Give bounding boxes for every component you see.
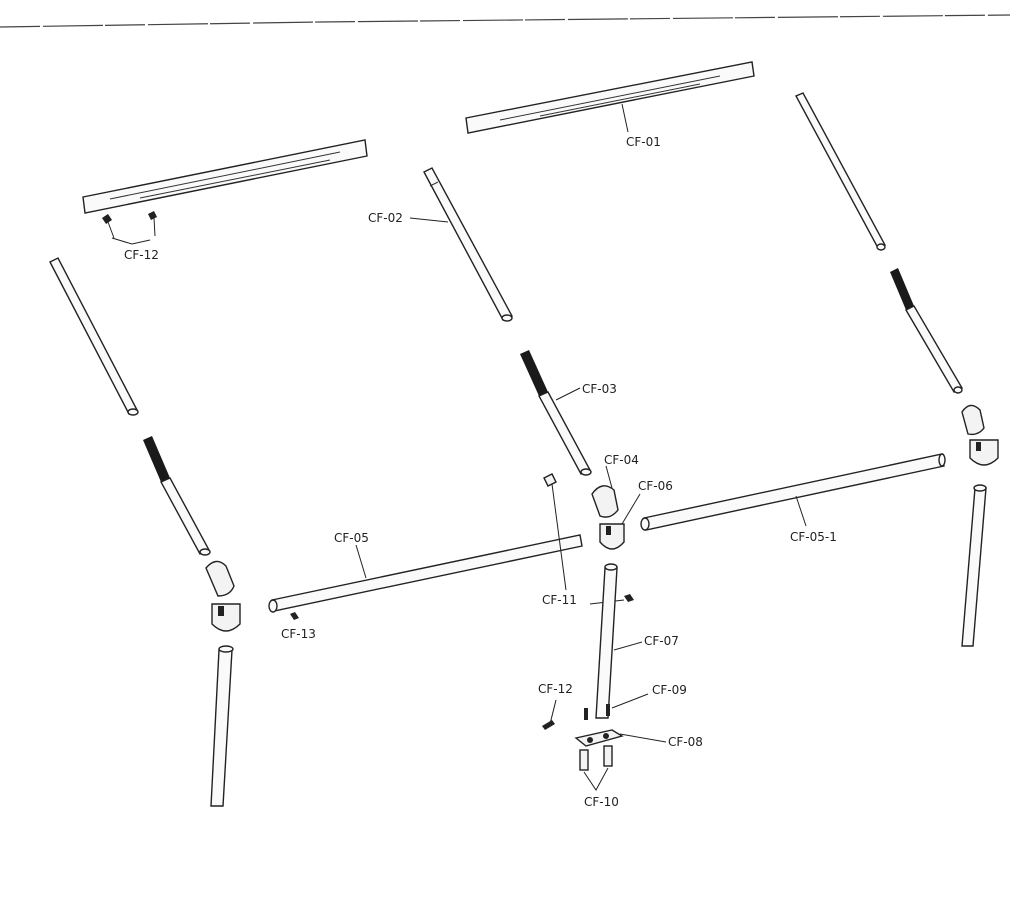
label-cf13: CF-13 [281,627,316,641]
label-cf12-top: CF-12 [124,248,159,262]
threaded-post-right [890,268,963,394]
label-cf09: CF-09 [652,683,687,697]
connector-right [961,404,999,466]
pegs-cf10 [579,745,613,771]
label-cf08: CF-08 [668,735,703,749]
page-top-edge [0,14,1011,28]
label-cf02: CF-02 [368,211,403,225]
rail-cf05 [268,534,583,613]
rail-top-left [82,139,368,214]
tee-cf06 [599,523,625,550]
post-cf07-lower-middle [595,563,618,719]
label-cf03: CF-03 [582,382,617,396]
elbow-cf04 [591,485,619,518]
rail-cf05-1 [640,453,946,531]
label-cf05-1: CF-05-1 [790,530,837,544]
post-upper-right [795,92,886,251]
rail-cf01-top-right [465,61,755,134]
label-cf12-bottom: CF-12 [538,682,573,696]
threaded-post-cf03 [520,350,592,476]
screw-cf12-bottom [542,720,555,730]
threaded-post-left [143,436,211,556]
screws-cf09 [584,704,610,720]
label-cf07: CF-07 [644,634,679,648]
post-cf02-upper-middle [423,167,513,322]
post-lower-right [961,484,987,647]
post-lower-left [210,645,234,807]
label-cf06: CF-06 [638,479,673,493]
post-upper-left [49,257,139,416]
screws-cf12-top [102,211,157,239]
label-cf11: CF-11 [542,593,577,607]
screw-cf13 [290,612,299,620]
label-cf10: CF-10 [584,795,619,809]
label-cf01: CF-01 [626,135,661,149]
label-cf05: CF-05 [334,531,369,545]
foot-plate-cf08 [574,729,624,747]
label-cf04: CF-04 [604,453,639,467]
connector-left [205,560,241,632]
